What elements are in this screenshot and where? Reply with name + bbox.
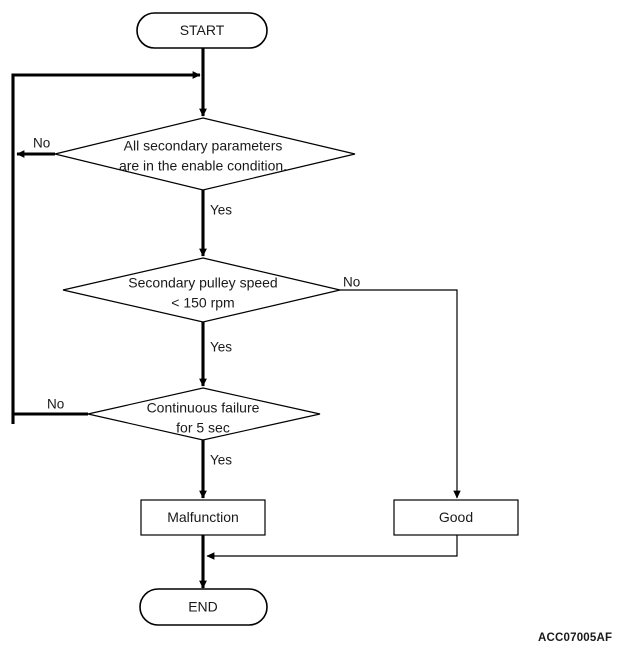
edge-label-decision3-yes: Yes (210, 453, 232, 468)
edge-loopback-rail (11, 71, 201, 424)
node-decision3-line1: Continuous failure (147, 400, 260, 416)
node-good-label: Good (439, 509, 473, 525)
edge-label-decision1-yes: Yes (210, 203, 232, 218)
node-decision3: Continuous failure for 5 sec (87, 387, 321, 441)
node-malfunction-label: Malfunction (167, 509, 239, 525)
edge-label-decision2-yes: Yes (210, 340, 232, 355)
node-start-label: START (180, 22, 225, 38)
edge-decision2-no (340, 289, 461, 499)
edge-label-decision3-no: No (47, 397, 64, 412)
edge-good-to-merge (206, 535, 458, 560)
diagram-code-label: ACC07005AF (538, 632, 613, 644)
node-end-label: END (188, 599, 218, 615)
edge-label-decision2-no: No (343, 275, 360, 290)
node-malfunction: Malfunction (140, 499, 266, 536)
node-decision2-line2: < 150 rpm (171, 295, 234, 311)
node-end: END (139, 588, 268, 626)
node-good: Good (393, 499, 519, 536)
node-start: START (136, 12, 268, 49)
edge-label-decision1-no: No (33, 136, 50, 151)
node-decision1-line2: are in the enable condition. (119, 158, 287, 174)
node-decision3-line2: for 5 sec (176, 420, 230, 436)
node-decision2: Secondary pulley speed < 150 rpm (62, 257, 341, 323)
node-decision2-line1: Secondary pulley speed (128, 275, 277, 291)
node-decision1-line1: All secondary parameters (124, 138, 283, 154)
node-decision1: All secondary parameters are in the enab… (54, 117, 356, 191)
